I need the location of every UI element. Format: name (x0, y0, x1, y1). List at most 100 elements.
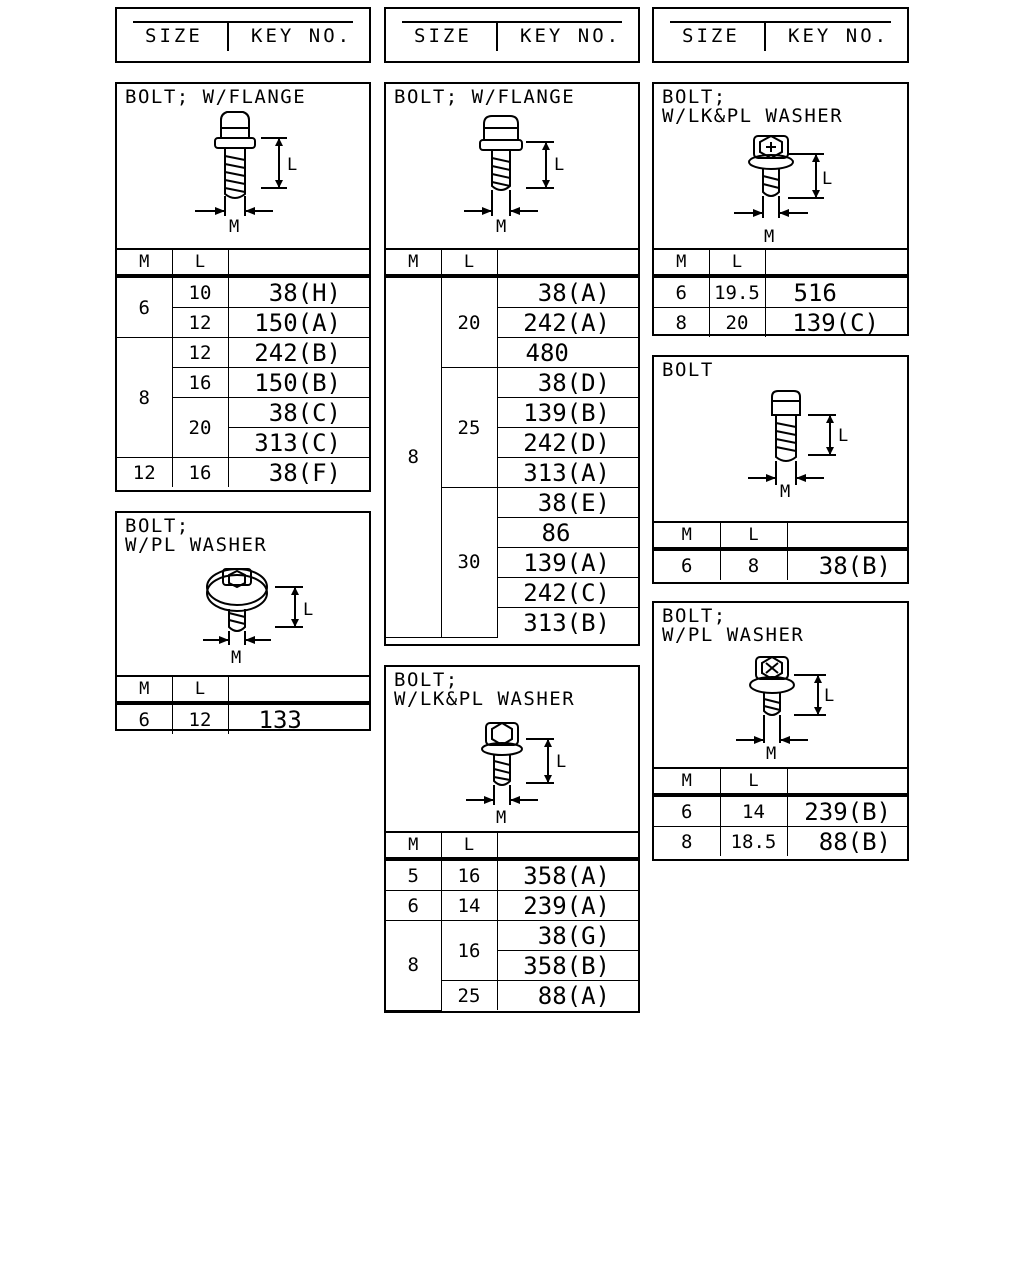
key-cell: 38(A) (496, 275, 638, 308)
header-divider (496, 23, 498, 51)
title-line-1: BOLT; (125, 515, 190, 537)
col-l-header: L (171, 675, 229, 705)
title-line-2: W/LK&PL WASHER (662, 105, 844, 127)
key-cell: 242(B) (227, 337, 369, 368)
key-cell: 86 (497, 517, 638, 548)
m-dimension-label: M (496, 217, 506, 237)
key-cell: 516 (764, 275, 907, 308)
hex-bolt-icon: L M (748, 390, 848, 502)
m-cell: 8 (386, 275, 442, 638)
key-no-header: KEY NO. (788, 25, 890, 47)
l-cell: 14 (719, 794, 788, 827)
table-row: 25 88(A) (386, 980, 638, 1010)
table-row: 6 14 239(A) (386, 890, 638, 921)
table-row: 313(A) (386, 457, 638, 488)
col-key-header (227, 248, 369, 278)
m-dimension-label: M (764, 227, 774, 247)
l-cell: 16 (440, 858, 498, 891)
key-cell: 38(G) (496, 920, 638, 951)
l-cell: 10 (171, 275, 229, 308)
header-row: SIZE KEY NO. (402, 21, 622, 51)
key-cell: 38(F) (227, 457, 369, 487)
key-cell: 150(B) (227, 367, 369, 398)
panel-title: BOLT;W/LK&PL WASHER (662, 88, 843, 126)
key-cell: 313(A) (497, 457, 638, 488)
key-cell: 480 (497, 337, 638, 368)
table-row: 6 19.5 516 (654, 275, 907, 308)
l-cell: 12 (171, 337, 229, 368)
l-cell: 20 (708, 307, 766, 337)
l-dimension-label: L (556, 752, 566, 772)
title-line-2: W/PL WASHER (662, 624, 805, 646)
table-row: 358(B) (386, 950, 638, 981)
key-cell: 239(A) (496, 890, 638, 921)
key-cell: 133 (227, 702, 369, 734)
l-cell: 25 (441, 980, 498, 1010)
m-dimension-label: M (229, 217, 239, 237)
panel-title: BOLT;W/PL WASHER (125, 517, 267, 555)
table-row: 20 38(C) (117, 397, 369, 458)
key-cell: 358(B) (497, 950, 638, 981)
col-key-header (496, 831, 638, 861)
m-dimension-label: M (766, 744, 776, 764)
col-key-header (764, 248, 907, 278)
key-cell: 88(A) (496, 980, 638, 1010)
panel-title: BOLT (662, 359, 714, 381)
m-cell: 8 (654, 307, 710, 337)
key-no-header: KEY NO. (520, 25, 622, 47)
pl-washer-bolt-icon: L M (203, 568, 313, 668)
table-row: 6 8 38(B) (654, 548, 907, 580)
col-l-header: L (171, 248, 229, 278)
header-box-2: SIZE KEY NO. (384, 7, 640, 63)
key-cell: 88(B) (786, 826, 907, 856)
size-header: SIZE (682, 25, 740, 47)
l-dimension-label: L (287, 155, 297, 175)
title-line-2: W/LK&PL WASHER (394, 688, 576, 710)
panel-title: BOLT; W/FLANGE (394, 86, 576, 108)
title-line-1: BOLT; (662, 605, 727, 627)
m-dimension-label: M (231, 648, 241, 668)
key-cell: 239(B) (786, 794, 907, 827)
key-cell: 242(A) (497, 307, 638, 338)
size-header: SIZE (414, 25, 472, 47)
key-no-header: KEY NO. (251, 25, 353, 47)
col-key-header (227, 675, 369, 705)
table-row: 313(C) (117, 427, 369, 458)
col-m-header: M (654, 767, 721, 797)
table-row: 5 16 358(A) (386, 858, 638, 891)
col-m-header: M (117, 248, 173, 278)
m-cell: 8 (654, 826, 721, 856)
key-cell: 38(D) (496, 367, 638, 398)
m-cell: 12 (117, 457, 173, 487)
pl-washer-bolt-icon: L M (736, 655, 834, 764)
table-row: 25 38(D) (386, 367, 638, 488)
l-cell: 12 (172, 307, 229, 338)
col-l-header: L (440, 248, 498, 278)
col-l-header: L (719, 521, 788, 551)
flange-bolt-icon: L M (195, 111, 297, 237)
header-divider (227, 23, 229, 51)
header-row: SIZE KEY NO. (670, 21, 891, 51)
table-row: 313(B) (386, 607, 638, 637)
table-row: 6 10 38(H) (117, 275, 369, 338)
table-row: 8 20 139(C) (654, 307, 907, 337)
l-cell: 16 (440, 920, 498, 981)
table-row: 242(A) (386, 307, 638, 338)
key-cell: 313(B) (497, 607, 638, 637)
l-dimension-label: L (303, 600, 313, 620)
table-row: 8 20 38(A) (386, 275, 638, 638)
col-m-header: M (386, 831, 442, 861)
panel-title: BOLT;W/LK&PL WASHER (394, 671, 575, 709)
key-cell: 150(A) (227, 307, 369, 338)
l-cell: 12 (171, 702, 229, 734)
